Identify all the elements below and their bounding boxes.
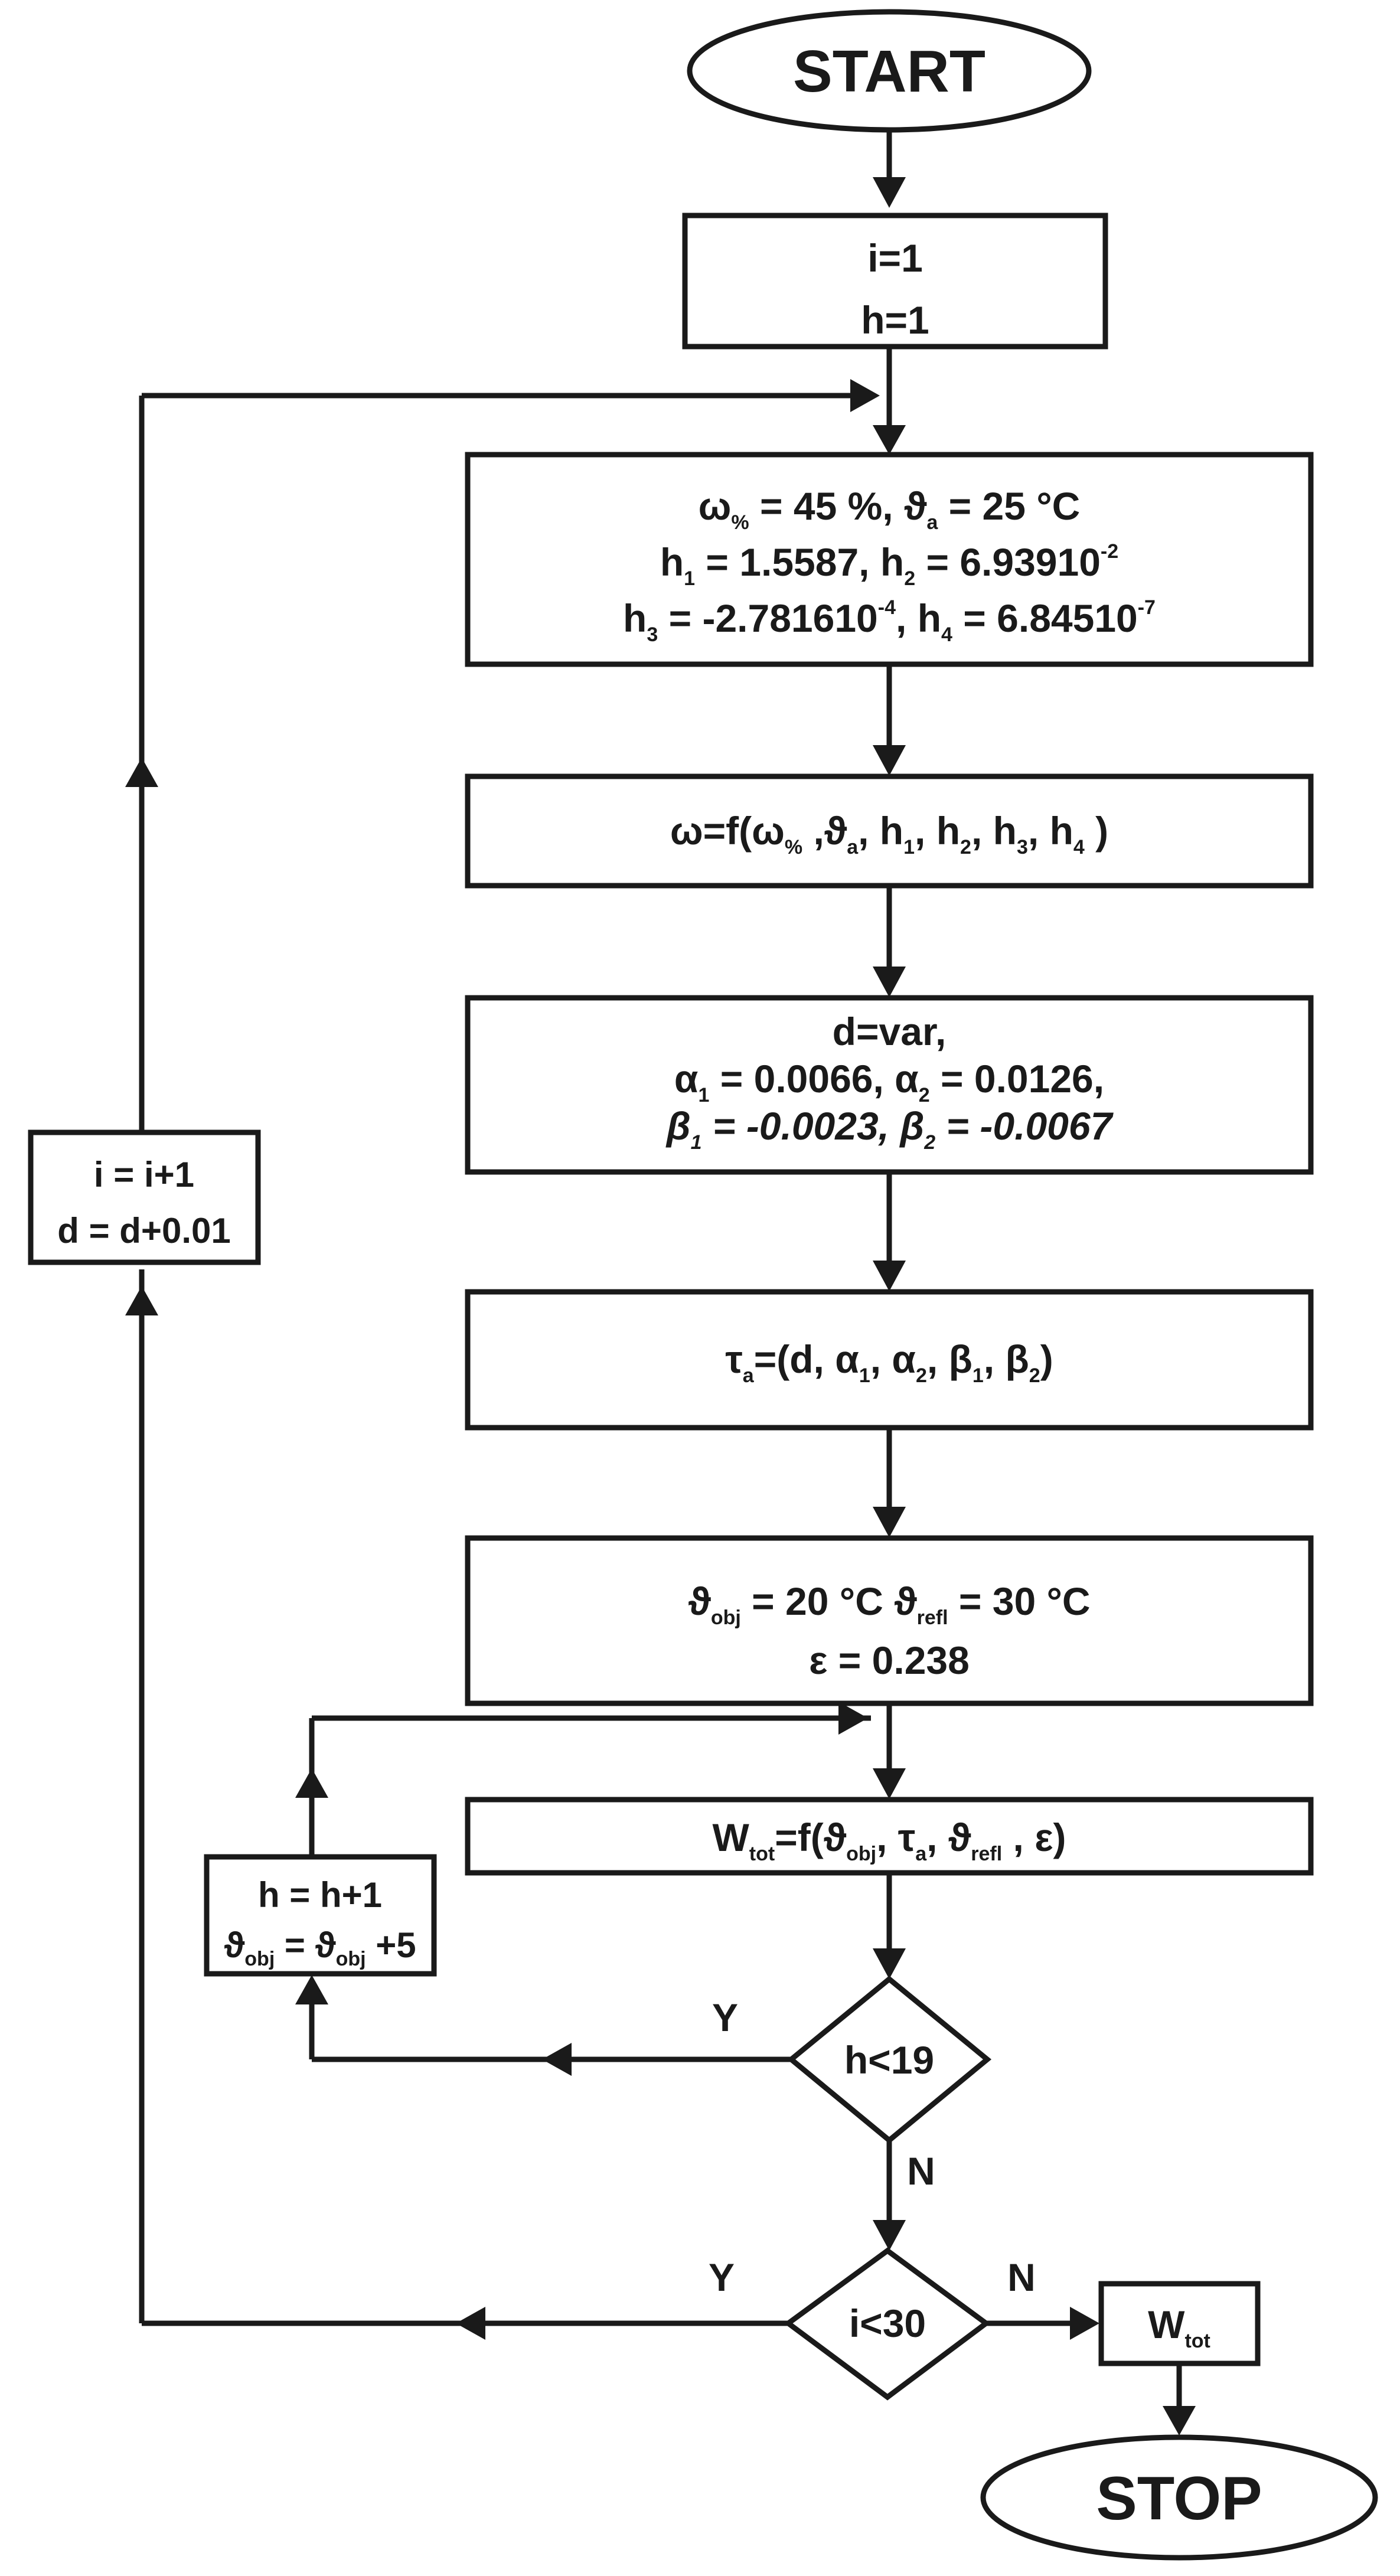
- start-terminal: START: [687, 9, 1092, 133]
- output-box: Wtot: [1098, 2281, 1261, 2366]
- svg-text:h1 = 1.5587, h2 = 6.93910-2: h1 = 1.5587, h2 = 6.93910-2: [660, 540, 1118, 590]
- svg-text:i=1: i=1: [867, 236, 923, 280]
- svg-text:ϑobj = ϑobj +5: ϑobj = ϑobj +5: [224, 1925, 416, 1970]
- svg-text:ω% = 45 %, ϑa = 25 °C: ω% = 45 %, ϑa = 25 °C: [699, 484, 1081, 534]
- svg-text:τa=(d, α1, α2, β1, β2): τa=(d, α1, α2, β1, β2): [725, 1337, 1053, 1387]
- no-label: N: [1007, 2255, 1036, 2299]
- svg-text:α1 = 0.0066, α2 = 0.0126,: α1 = 0.0066, α2 = 0.0126,: [674, 1057, 1104, 1106]
- svg-text:h<19: h<19: [844, 2038, 934, 2082]
- radiation-function-box: Wtot=f(ϑobj, τa, ϑrefl , ε): [465, 1797, 1314, 1876]
- svg-text:h = h+1: h = h+1: [258, 1875, 382, 1915]
- svg-text:Wtot: Wtot: [1148, 2303, 1210, 2352]
- init-box: i=1 h=1: [682, 213, 1108, 350]
- svg-text:ϑobj = 20 °C ϑrefl = 30 °C: ϑobj = 20 °C ϑrefl = 30 °C: [688, 1579, 1090, 1629]
- yes-label: Y: [712, 1996, 738, 2039]
- transmittance-box: τa=(d, α1, α2, β1, β2): [465, 1289, 1314, 1431]
- h-increment-box: h = h+1 ϑobj = ϑobj +5: [204, 1854, 437, 1977]
- svg-text:d = d+0.01: d = d+0.01: [57, 1211, 231, 1251]
- svg-text:ε = 0.238: ε = 0.238: [809, 1638, 970, 1682]
- i-increment-box: i = i+1 d = d+0.01: [28, 1129, 261, 1265]
- svg-text:START: START: [793, 38, 985, 105]
- omega-function-box: ω=f(ω% ,ϑa, h1, h2, h3, h4 ): [465, 773, 1314, 889]
- svg-text:h3 = -2.781610-4, h4 = 6.84510: h3 = -2.781610-4, h4 = 6.84510-7: [623, 596, 1156, 646]
- svg-text:h=1: h=1: [861, 298, 929, 342]
- svg-text:ω=f(ω% ,ϑa, h1, h2, h3, h4 ): ω=f(ω% ,ϑa, h1, h2, h3, h4 ): [670, 809, 1108, 858]
- yes-label: Y: [709, 2255, 735, 2299]
- parameters-box: ω% = 45 %, ϑa = 25 °C h1 = 1.5587, h2 = …: [465, 452, 1314, 667]
- no-label: N: [907, 2149, 935, 2193]
- svg-text:i<30: i<30: [849, 2301, 926, 2345]
- decision-h-lt-19: h<19 Y N: [712, 1976, 992, 2193]
- svg-text:i = i+1: i = i+1: [94, 1155, 194, 1194]
- object-parameters-box: ϑobj = 20 °C ϑrefl = 30 °C ε = 0.238: [465, 1535, 1314, 1706]
- svg-text:STOP: STOP: [1096, 2464, 1262, 2533]
- stop-terminal: STOP: [980, 2434, 1378, 2561]
- decision-i-lt-30: i<30 Y N: [709, 2247, 1036, 2401]
- svg-text:Wtot=f(ϑobj, τa, ϑrefl , ε): Wtot=f(ϑobj, τa, ϑrefl , ε): [712, 1816, 1066, 1865]
- coefficients-box: d=var, α1 = 0.0066, α2 = 0.0126, β1 = -0…: [465, 995, 1314, 1175]
- connectors: [125, 131, 1196, 2435]
- svg-text:β1 = -0.0023, β2 = -0.0067: β1 = -0.0023, β2 = -0.0067: [665, 1104, 1114, 1154]
- svg-text:d=var,: d=var,: [833, 1010, 947, 1053]
